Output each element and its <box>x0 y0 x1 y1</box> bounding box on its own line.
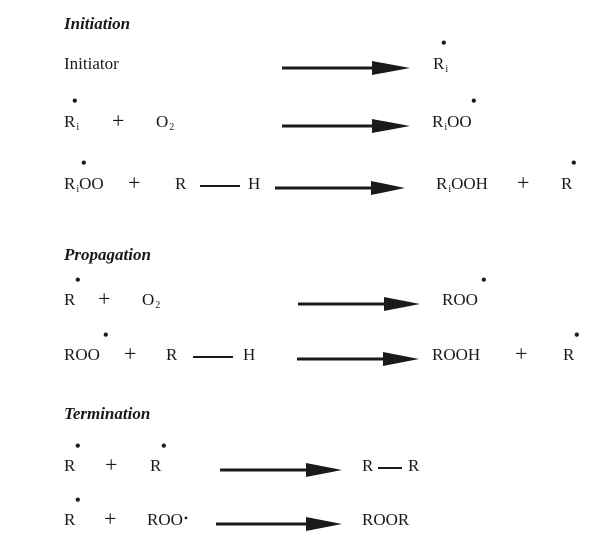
product-r-radical: R <box>561 174 573 193</box>
reactant-roo-radical: ROO <box>64 345 100 364</box>
plus-sign: + <box>112 108 125 133</box>
product-r-right: R <box>408 456 420 475</box>
radical-dot: • <box>72 93 78 110</box>
radical-dot: • <box>161 438 167 455</box>
rh-hydrogen: H <box>243 345 256 364</box>
radical-dot: • <box>571 155 577 172</box>
initiator-label: Initiator <box>64 54 119 73</box>
radical-dot: • <box>574 327 580 344</box>
product-r-radical: R <box>563 345 575 364</box>
rh-carbon: R <box>166 345 178 364</box>
radical-dot: • <box>81 155 87 172</box>
reactant-r-radical: R <box>64 290 76 309</box>
reaction-arrow <box>297 352 419 366</box>
reactant-rioo-radical: RiOO <box>64 174 104 195</box>
reaction-arrow <box>282 119 410 133</box>
product-ri-radical: Ri <box>433 54 449 75</box>
plus-sign: + <box>128 170 141 195</box>
reactant-r-radical: R <box>64 510 76 529</box>
radical-dot: • <box>75 438 81 455</box>
rh-hydrogen: H <box>248 174 261 193</box>
reactant-r-radical: R <box>150 456 162 475</box>
product-rioo-radical: RiOO <box>432 112 472 133</box>
plus-sign: + <box>515 341 528 366</box>
rh-carbon: R <box>175 174 187 193</box>
reactant-oxygen: O2 <box>142 290 161 311</box>
reaction-arrow <box>298 297 420 311</box>
rh-bond <box>200 185 240 187</box>
reactant-r-radical: R <box>64 456 76 475</box>
plus-sign: + <box>104 506 117 531</box>
plus-sign: + <box>517 170 530 195</box>
reaction-arrow <box>282 61 410 75</box>
heading-propagation: Propagation <box>64 245 151 264</box>
radical-dot: • <box>471 93 477 110</box>
product-roor: ROOR <box>362 510 410 529</box>
reaction-arrow <box>220 463 342 477</box>
radical-mark: • <box>183 511 189 525</box>
plus-sign: + <box>105 452 118 477</box>
reactant-roo-radical: ROO• <box>147 510 189 529</box>
product-riooh: RiOOH <box>436 174 488 195</box>
rh-bond <box>193 356 233 358</box>
heading-termination: Termination <box>64 404 151 423</box>
plus-sign: + <box>124 341 137 366</box>
product-r-left: R <box>362 456 374 475</box>
radical-dot: • <box>481 272 487 289</box>
reaction-arrow <box>275 181 405 195</box>
plus-sign: + <box>98 286 111 311</box>
radical-dot: • <box>441 35 447 52</box>
reactant-oxygen: O2 <box>156 112 175 133</box>
product-rooh: ROOH <box>432 345 481 364</box>
radical-dot: • <box>75 492 81 509</box>
radical-dot: • <box>103 327 109 344</box>
reaction-arrow <box>216 517 342 531</box>
product-roo-radical: ROO <box>442 290 478 309</box>
radical-dot: • <box>75 272 81 289</box>
reactant-ri-radical: Ri <box>64 112 80 133</box>
rr-bond <box>378 467 402 469</box>
heading-initiation: Initiation <box>64 14 131 33</box>
